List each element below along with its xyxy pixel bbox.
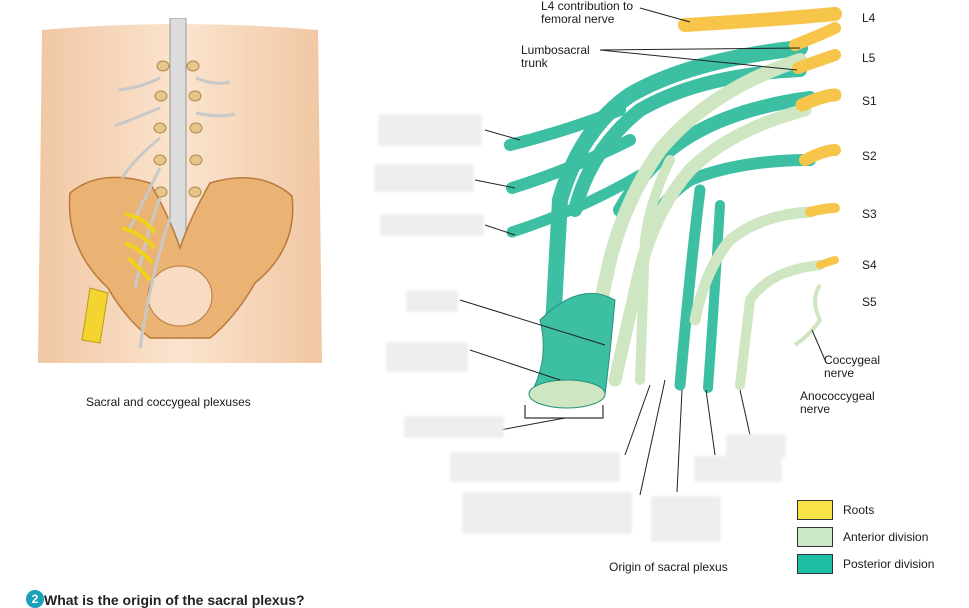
legend-swatch-anterior — [797, 527, 833, 547]
ganglia — [153, 60, 203, 198]
root-label-l5: L5 — [862, 51, 876, 65]
blank-label-11 — [726, 434, 786, 458]
question-number-badge: 2 — [26, 590, 44, 608]
label-origin-of-sacral-plexus: Origin of sacral plexus — [609, 560, 728, 574]
blank-label-8 — [462, 492, 632, 534]
sciatic-trunk — [529, 292, 616, 396]
blank-label-2 — [374, 164, 474, 192]
root-label-s4: S4 — [862, 258, 877, 272]
label-anococcygeal-line2: nerve — [800, 402, 831, 416]
label-l4-line2: femoral nerve — [541, 12, 615, 26]
legend-swatch-roots — [797, 500, 833, 520]
root-label-s1: S1 — [862, 94, 877, 108]
label-coccygeal-nerve: Coccygeal nerve — [824, 354, 880, 380]
inset-illustration — [38, 18, 322, 363]
blank-label-4 — [406, 290, 458, 312]
question-text: What is the origin of the sacral plexus? — [44, 592, 305, 608]
root-label-l4: L4 — [862, 11, 876, 25]
blank-label-10 — [694, 456, 782, 482]
label-lumbosacral-line1: Lumbosacral — [521, 43, 590, 57]
roots — [678, 7, 842, 269]
legend-label-posterior: Posterior division — [843, 557, 935, 571]
root-label-s3: S3 — [862, 207, 877, 221]
label-coccygeal-line2: nerve — [824, 366, 855, 380]
label-anococcygeal-line1: Anococcygeal — [800, 389, 875, 403]
sciatic-nerve — [81, 287, 109, 344]
legend-label-roots: Roots — [843, 503, 875, 517]
label-l4-contribution: L4 contribution to femoral nerve — [541, 0, 633, 26]
coccygeal-nerve-branch — [793, 283, 823, 347]
inset-caption: Sacral and coccygeal plexuses — [86, 395, 251, 409]
legend-swatch-posterior — [797, 554, 833, 574]
root-label-s5: S5 — [862, 295, 877, 309]
sacral-plexus-diagram — [504, 7, 842, 419]
label-lumbosacral-trunk: Lumbosacral trunk — [521, 44, 590, 70]
blank-label-1 — [378, 114, 482, 146]
blank-label-9 — [651, 496, 721, 542]
blank-label-3 — [380, 214, 484, 236]
root-label-s2: S2 — [862, 149, 877, 163]
blank-label-5 — [386, 342, 468, 372]
label-anococcygeal-nerve: Anococcygeal nerve — [800, 390, 875, 416]
legend-label-anterior: Anterior division — [843, 530, 929, 544]
label-coccygeal-line1: Coccygeal — [824, 353, 881, 367]
label-l4-line1: L4 contribution to — [541, 0, 634, 13]
blank-label-7 — [450, 452, 620, 482]
label-lumbosacral-line2: trunk — [521, 56, 548, 70]
sacral-plexus-highlight — [121, 212, 157, 282]
anterior-division-nerves — [583, 53, 825, 390]
pelvis-bone — [68, 176, 294, 339]
blank-label-6 — [404, 416, 504, 438]
